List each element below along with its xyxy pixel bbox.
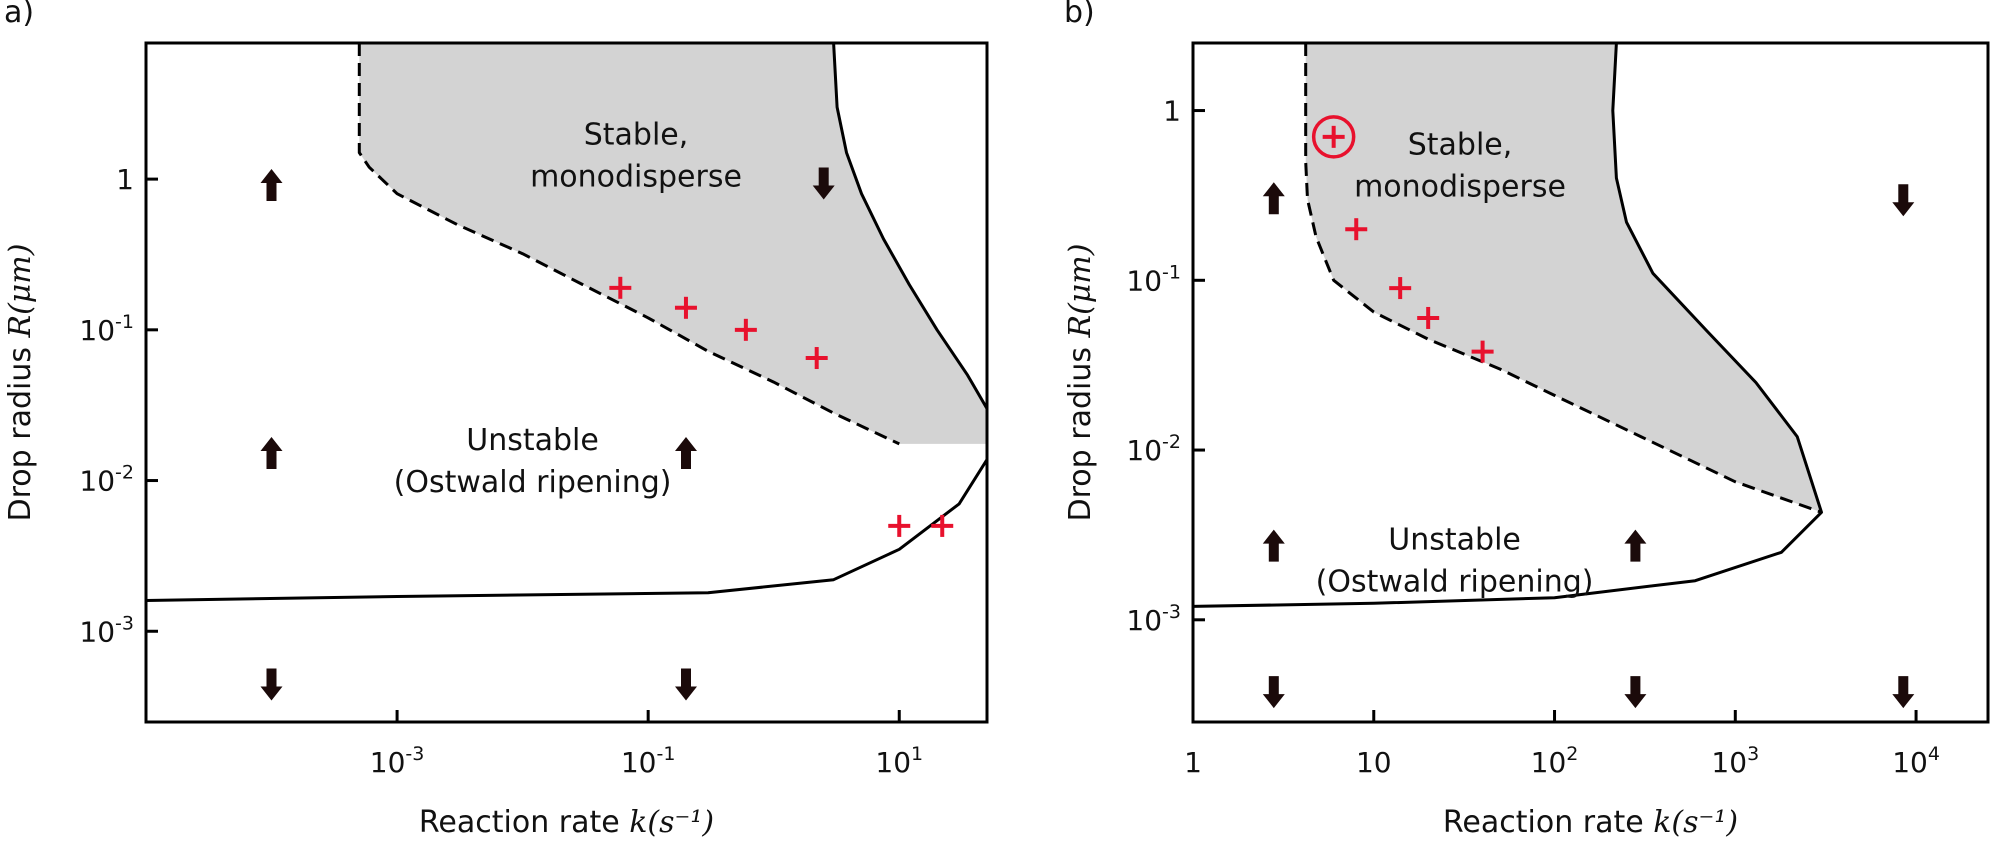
data-marker — [1471, 340, 1494, 363]
x-tick-label: 10 — [1356, 746, 1392, 779]
stable-region-fill — [359, 43, 987, 444]
y-tick-label: 10-1 — [1126, 261, 1181, 297]
y-axis-label: Drop radius R(μm) — [3, 244, 38, 522]
x-tick-label: 104 — [1892, 743, 1940, 779]
solid-boundary-curve — [1193, 43, 1823, 608]
x-tick-label: 1 — [1184, 746, 1202, 779]
dashed-boundary-curve — [357, 43, 900, 446]
data-marker — [1345, 218, 1368, 241]
stable-region-fill — [1305, 43, 1822, 513]
arrow-up-icon — [260, 437, 283, 469]
arrow-down-icon — [1892, 184, 1915, 217]
arrow-up-icon — [675, 437, 697, 469]
arrow-down-icon — [1892, 676, 1915, 709]
y-tick-label: 1 — [1163, 95, 1181, 128]
data-marker — [805, 347, 828, 370]
x-tick-label: 102 — [1531, 743, 1579, 779]
x-tick-label: 103 — [1711, 743, 1759, 779]
arrow-down-icon — [675, 668, 697, 701]
arrow-down-icon — [1624, 676, 1647, 709]
panel-letter: a) — [4, 0, 34, 30]
data-marker — [1417, 306, 1440, 329]
arrow-up-icon — [1624, 529, 1647, 562]
region-label: Unstable(Ostwald ripening) — [394, 423, 672, 500]
arrow-down-icon — [1262, 676, 1285, 709]
x-axis-label: Reaction rate k(s⁻¹) — [1443, 805, 1738, 840]
x-tick-label: 10-3 — [370, 743, 425, 779]
y-tick-label: 10-3 — [1126, 601, 1181, 637]
y-tick-label: 1 — [116, 163, 134, 196]
arrow-up-icon — [1262, 529, 1285, 562]
plot-area — [1193, 43, 1823, 608]
data-marker — [1311, 115, 1356, 159]
arrow-down-icon — [260, 668, 283, 701]
x-axis-label: Reaction rate k(s⁻¹) — [419, 805, 714, 840]
data-marker — [931, 514, 954, 537]
data-marker — [674, 296, 697, 319]
data-marker — [734, 318, 757, 341]
plot-area — [146, 43, 987, 602]
y-tick-label: 10-3 — [79, 612, 134, 648]
region-label: Stable,monodisperse — [530, 117, 742, 194]
data-marker — [609, 276, 632, 299]
plot-frame — [1191, 41, 1990, 724]
highlight-circle — [1311, 115, 1356, 159]
y-tick-label: 10-1 — [79, 311, 134, 347]
plot-frame — [144, 41, 989, 724]
dashed-boundary-curve — [1304, 43, 1823, 514]
region-label: Unstable(Ostwald ripening) — [1316, 522, 1594, 599]
arrow-up-icon — [1262, 182, 1285, 215]
arrow-down-icon — [812, 167, 835, 200]
y-tick-label: 10-2 — [1126, 431, 1181, 467]
data-marker — [1389, 277, 1412, 300]
solid-boundary-curve — [146, 43, 987, 602]
data-marker — [888, 514, 911, 537]
y-tick-label: 10-2 — [79, 462, 134, 498]
region-label: Stable,monodisperse — [1354, 128, 1566, 205]
x-tick-label: 10-1 — [621, 743, 676, 779]
x-tick-label: 101 — [875, 743, 923, 779]
y-axis-label: Drop radius R(μm) — [1063, 244, 1098, 522]
arrow-up-icon — [260, 169, 283, 201]
panel-letter: b) — [1064, 0, 1095, 30]
